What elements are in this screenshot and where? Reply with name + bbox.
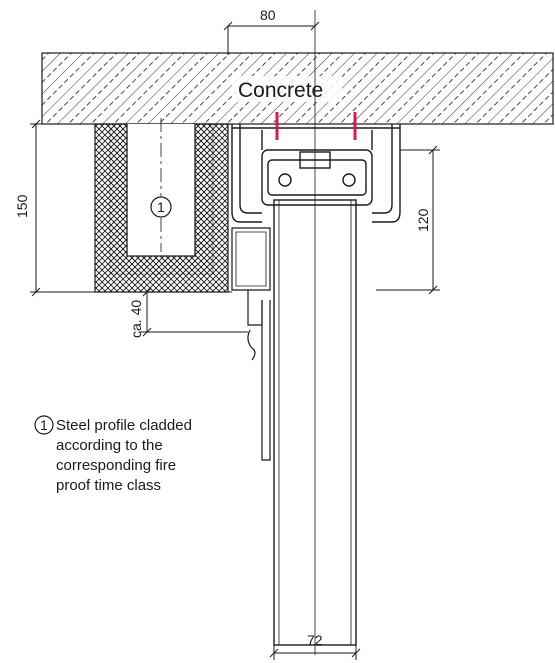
dimension-bottom-label: 72 [307, 632, 323, 648]
profile-callout-marker: 1 [150, 196, 172, 218]
legend-line-1: Steel profile cladded [56, 417, 192, 434]
dimension-clearance-label: ca. 40 [128, 300, 144, 338]
legend-line-4: proof time class [56, 477, 161, 494]
dimension-left [30, 119, 95, 297]
legend-line-2: according to the [56, 437, 163, 454]
dimension-right-label: 120 [415, 208, 431, 232]
legend-line-3: corresponding fire [56, 457, 176, 474]
dimension-right [376, 145, 440, 295]
dimension-top [223, 21, 320, 55]
lintel-seal-profile [231, 227, 271, 461]
concrete-slab [41, 52, 554, 125]
svg-text:1: 1 [157, 199, 165, 215]
concrete-label: Concrete [238, 79, 323, 102]
dimension-left-label: 150 [14, 194, 30, 218]
ceiling-rail-housing [231, 124, 401, 223]
legend-marker [34, 415, 54, 435]
dimension-bottom [269, 645, 361, 660]
legend-marker-number: 1 [40, 417, 48, 433]
dimension-top-label: 80 [260, 7, 276, 23]
anchor-bolts [275, 112, 357, 140]
legend: 1 Steel profile cladded according to the… [34, 415, 192, 494]
dimension-clearance [140, 287, 248, 337]
